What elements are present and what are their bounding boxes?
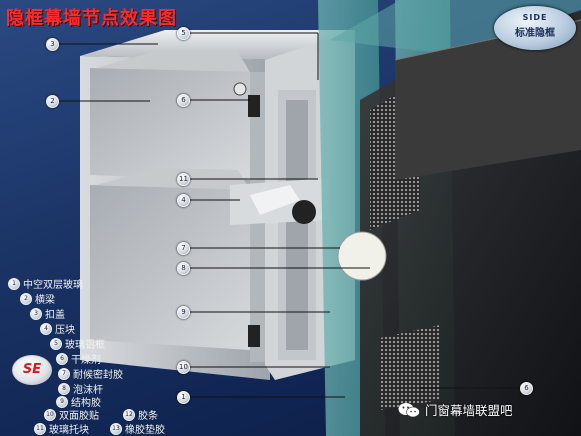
callout-marker: 4: [177, 194, 190, 207]
legend-number: 4: [40, 322, 52, 335]
legend-label: 干燥剂: [71, 355, 101, 366]
legend-number: 1: [8, 277, 20, 290]
legend-number: 7: [58, 367, 70, 380]
legend-label: 橡胶垫胶: [125, 425, 165, 436]
legend-label: 中空双层玻璃: [23, 280, 83, 291]
legend-number: 9: [56, 395, 68, 408]
callout-marker: 2: [46, 95, 59, 108]
wechat-icon: [398, 402, 420, 418]
callout-marker: 5: [177, 27, 190, 40]
legend-label: 胶条: [138, 411, 158, 422]
legend-label: 耐候密封胶: [73, 370, 123, 381]
legend-label: 泡沫杆: [73, 385, 103, 396]
callout-marker: 3: [46, 38, 59, 51]
legend-label: 双面胶贴: [59, 411, 99, 422]
legend-number: 6: [56, 352, 68, 365]
legend-label: 玻璃铝框: [65, 340, 105, 351]
callout-marker: 6: [177, 94, 190, 107]
legend-label: 玻璃托块: [49, 425, 89, 436]
legend-number: 2: [20, 292, 32, 305]
callout-marker: 10: [177, 361, 190, 374]
watermark: 门窗幕墙联盟吧: [398, 400, 513, 419]
callout-leaders: [57, 32, 520, 398]
legend-number: 11: [34, 422, 46, 435]
legend-number: 12: [123, 408, 135, 421]
badge-line2: 标准隐框: [515, 28, 555, 39]
company-logo: SE: [12, 355, 52, 385]
legend-number: 3: [30, 307, 42, 320]
callout-marker: 11: [177, 173, 190, 186]
legend-label: 结构胶: [71, 398, 101, 409]
callout-marker: 9: [177, 306, 190, 319]
side-view-badge: SIDE 标准隐框: [494, 6, 576, 50]
insulated-glass-unit: [318, 0, 581, 436]
legend-label: 扣盖: [45, 310, 65, 321]
watermark-text: 门窗幕墙联盟吧: [425, 403, 513, 418]
legend-number: 10: [44, 408, 56, 421]
callout-marker: 1: [177, 391, 190, 404]
callout-marker: 8: [177, 262, 190, 275]
diagram-title: 隐框幕墙节点效果图: [6, 8, 177, 29]
legend-label: 横梁: [35, 295, 55, 306]
legend-number: 8: [58, 382, 70, 395]
callout-marker: 7: [177, 242, 190, 255]
badge-line1: SIDE: [522, 13, 548, 22]
legend-number: 5: [50, 337, 62, 350]
callout-marker: 6: [520, 382, 533, 395]
legend-label: 压块: [55, 325, 75, 336]
backer-rod: [337, 231, 387, 281]
legend-number: 13: [110, 422, 122, 435]
